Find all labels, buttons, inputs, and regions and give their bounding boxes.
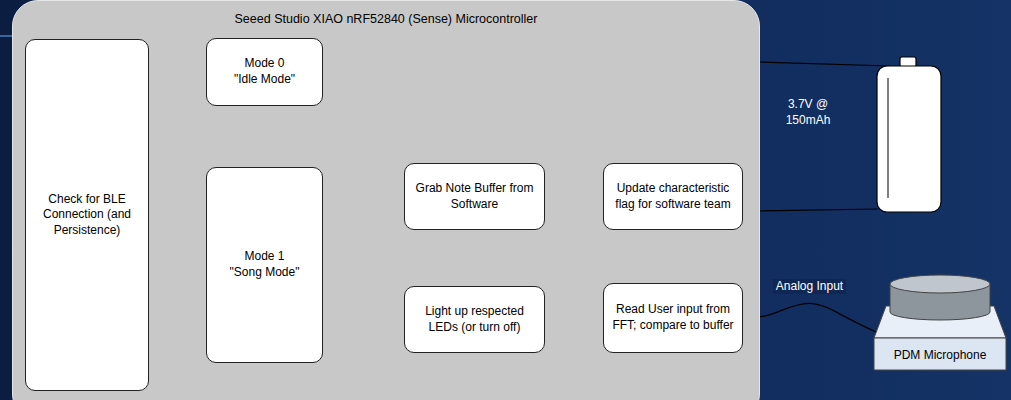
mode-box: Mode 1"Song Mode" <box>206 167 323 363</box>
node-text: Mode 1 <box>244 249 284 265</box>
node-text: Check for BLE Connection (and Persistenc… <box>34 192 140 239</box>
ground-wire <box>760 209 878 211</box>
node-text: "Idle Mode" <box>234 72 295 88</box>
process-box: Update characteristic flag for software … <box>603 163 743 230</box>
battery-symbol <box>877 57 941 212</box>
node-text: Mode 0 <box>244 56 284 72</box>
node-text: PDM Microphone <box>872 342 1008 368</box>
battery-label: 3.7V @ 150mAh <box>778 97 838 128</box>
process-box: Read User input from FFT; compare to buf… <box>603 283 743 353</box>
node-text: Update characteristic flag for software … <box>612 181 734 212</box>
power-wire <box>760 62 890 66</box>
node-text: Read User input from FFT; compare to buf… <box>612 302 734 333</box>
process-box: Light up respected LEDs (or turn off) <box>404 286 545 353</box>
microcontroller-board: Seeed Studio XIAO nRF52840 (Sense) Micro… <box>12 0 760 400</box>
mode-box: Mode 0"Idle Mode" <box>206 38 323 106</box>
process-box: Check for BLE Connection (and Persistenc… <box>25 39 149 391</box>
edge-label: Analog Input <box>773 279 846 294</box>
node-text: Grab Note Buffer from Software <box>413 181 536 212</box>
board-title: Seeed Studio XIAO nRF52840 (Sense) Micro… <box>13 12 759 26</box>
node-text: "Song Mode" <box>230 265 300 281</box>
signal-wire <box>743 303 876 332</box>
microphone: PDM Microphone <box>872 272 1008 372</box>
node-text: Light up respected LEDs (or turn off) <box>413 304 536 335</box>
process-box: Grab Note Buffer from Software <box>404 163 545 230</box>
edge-stub <box>0 35 12 37</box>
mic-top <box>890 275 990 293</box>
